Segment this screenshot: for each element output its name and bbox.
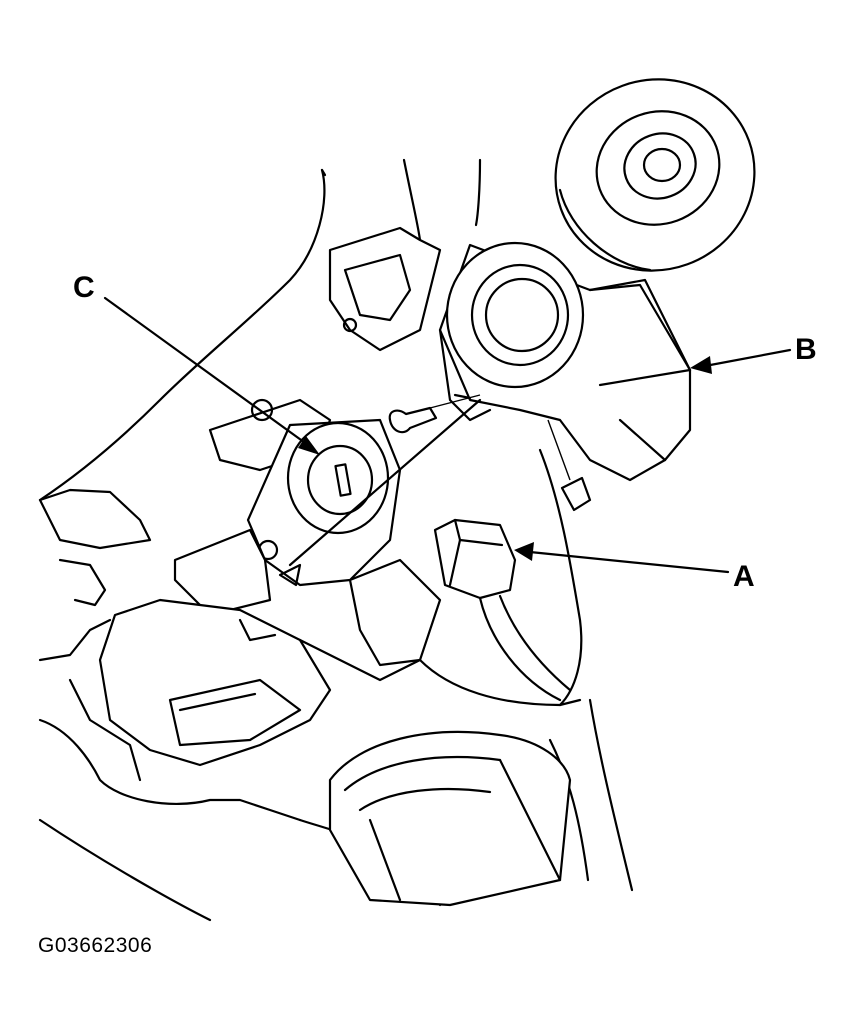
part-b-switch-housing xyxy=(438,241,692,482)
left-dash-fragments xyxy=(38,558,142,782)
leader-arrow-c xyxy=(103,296,482,567)
lower-column-shaft xyxy=(328,730,572,907)
leader-arrow-a xyxy=(514,542,730,574)
lower-switch-body xyxy=(98,528,422,767)
screw-lower xyxy=(547,419,592,512)
callout-label-c: C xyxy=(73,271,95,304)
part-a-connector xyxy=(418,448,583,707)
column-housing-outline xyxy=(38,158,634,922)
callout-label-a: A xyxy=(733,560,755,593)
leader-arrow-b xyxy=(690,348,792,374)
figure-id: G03662306 xyxy=(38,934,153,957)
callout-label-b: B xyxy=(795,333,817,366)
cable-reel-disc xyxy=(554,78,756,272)
upper-column-cover xyxy=(208,226,442,472)
screw-upper xyxy=(388,394,481,434)
